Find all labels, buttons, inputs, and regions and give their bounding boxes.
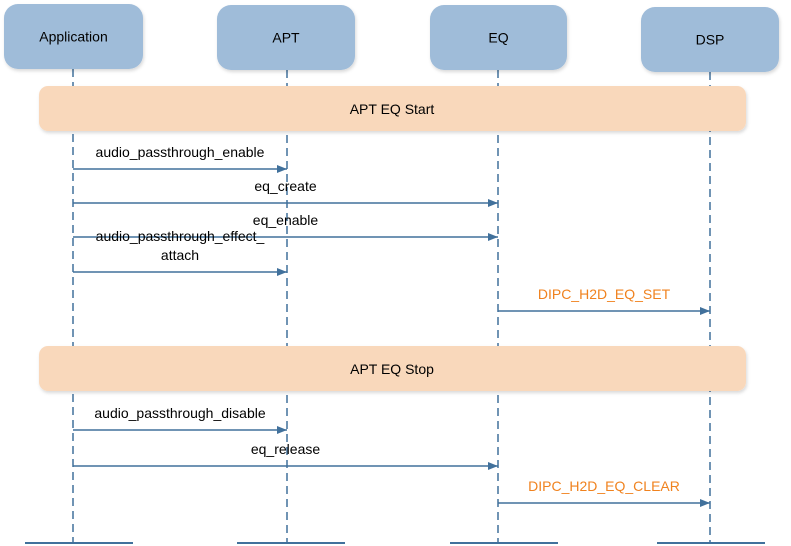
message-label: audio_passthrough_effect_ [96,228,265,244]
message: eq_enable [73,212,498,241]
phase-band-rect [39,346,746,391]
participant-label: DSP [696,32,725,48]
message-label: eq_create [254,178,316,194]
message-label: attach [161,247,199,263]
message-label: DIPC_H2D_EQ_CLEAR [528,478,680,494]
phase-band: APT EQ Start [39,86,746,131]
message: eq_create [73,178,498,207]
phase-band-rect [39,86,746,131]
participant-label: APT [272,30,300,46]
message-label: DIPC_H2D_EQ_SET [538,286,671,302]
message-label: audio_passthrough_enable [96,144,265,160]
participant-eq: EQ [430,5,567,70]
participant-box [217,5,355,70]
message: eq_release [73,441,498,470]
message: audio_passthrough_effect_attach [73,228,287,276]
phase-label: APT EQ Start [350,101,435,117]
message: DIPC_H2D_EQ_SET [498,286,710,315]
participant-dsp: DSP [641,7,779,72]
message-label: eq_enable [253,212,319,228]
participant-box [430,5,567,70]
phase-label: APT EQ Stop [350,361,434,377]
participant-label: Application [39,29,108,45]
participant-label: EQ [488,30,508,46]
message: DIPC_H2D_EQ_CLEAR [498,478,710,507]
message-label: eq_release [251,441,320,457]
participant-box [641,7,779,72]
participant-apt: APT [217,5,355,70]
message: audio_passthrough_enable [73,144,287,173]
participant-box [4,4,143,69]
message: audio_passthrough_disable [73,405,287,434]
phase-band: APT EQ Stop [39,346,746,391]
message-label: audio_passthrough_disable [94,405,265,421]
participant-app: Application [4,4,143,69]
